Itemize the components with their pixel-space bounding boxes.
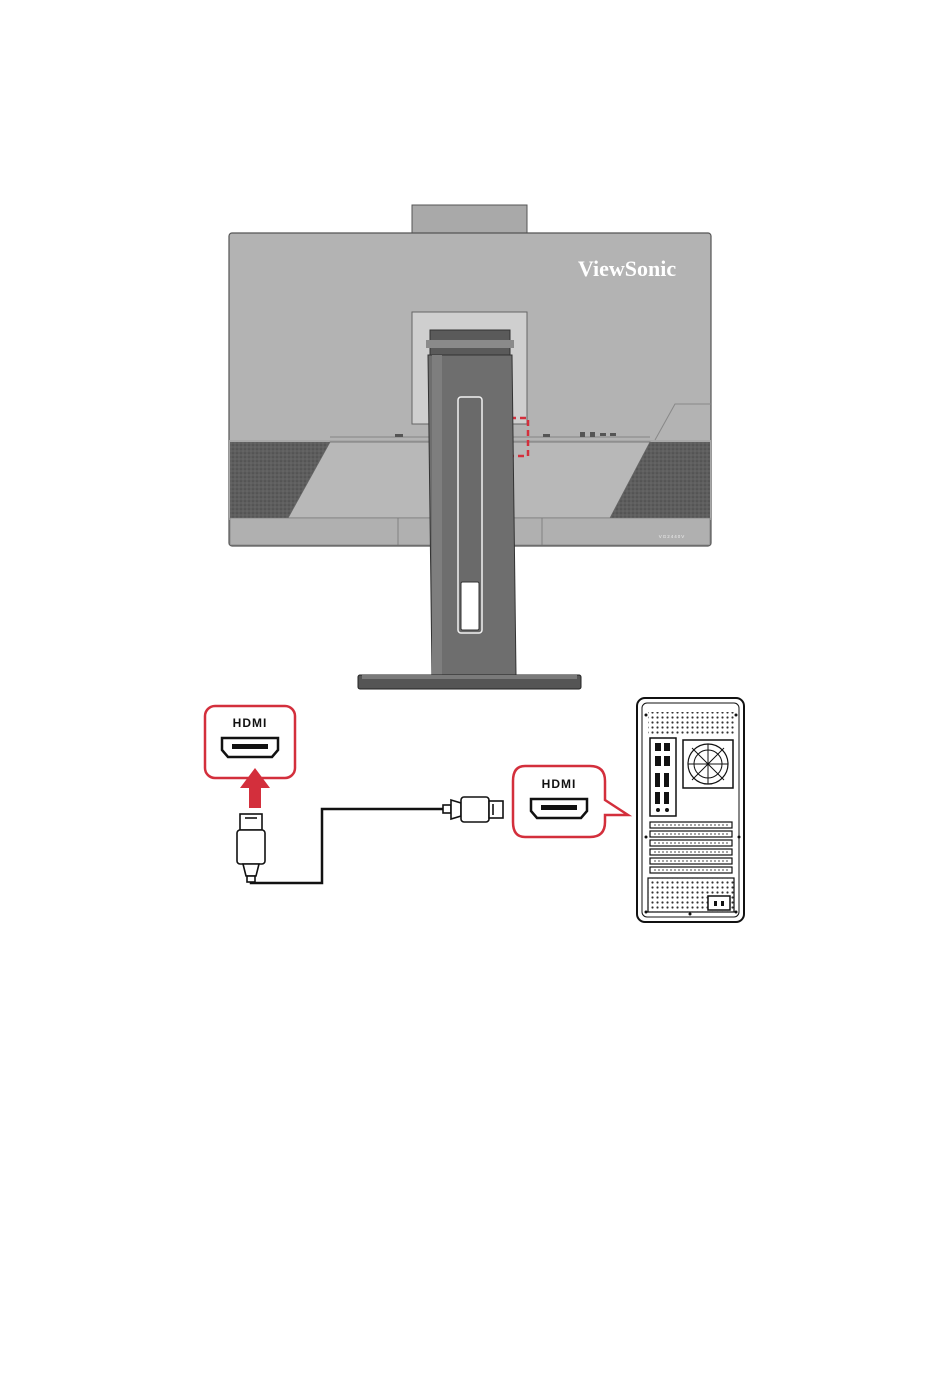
top-vent bbox=[648, 712, 734, 734]
monitor-hdmi-label: HDMI bbox=[233, 716, 268, 730]
io-panel bbox=[650, 738, 676, 816]
monitor-rear-view: ViewSonic VG2440V bbox=[229, 205, 711, 689]
power-socket-icon bbox=[708, 896, 730, 910]
pc-hdmi-callout: HDMI bbox=[513, 766, 628, 837]
hdmi-cable bbox=[237, 797, 503, 883]
power-supply bbox=[648, 878, 734, 912]
hdmi-port-icon bbox=[222, 738, 278, 757]
pc-tower-rear bbox=[637, 698, 744, 922]
hdmi-cable-left-plug bbox=[237, 814, 265, 882]
fan-icon bbox=[683, 740, 733, 788]
hdmi-cable-right-plug bbox=[443, 797, 503, 822]
monitor-model-label: VG2440V bbox=[659, 534, 686, 539]
monitor-hdmi-callout: HDMI bbox=[205, 706, 295, 778]
monitor-top-clip bbox=[412, 205, 527, 235]
hdmi-cable-wire bbox=[251, 809, 443, 883]
hdmi-port-icon bbox=[531, 799, 587, 818]
monitor-brand-logo: ViewSonic bbox=[578, 256, 676, 281]
pc-hdmi-label: HDMI bbox=[542, 777, 577, 791]
